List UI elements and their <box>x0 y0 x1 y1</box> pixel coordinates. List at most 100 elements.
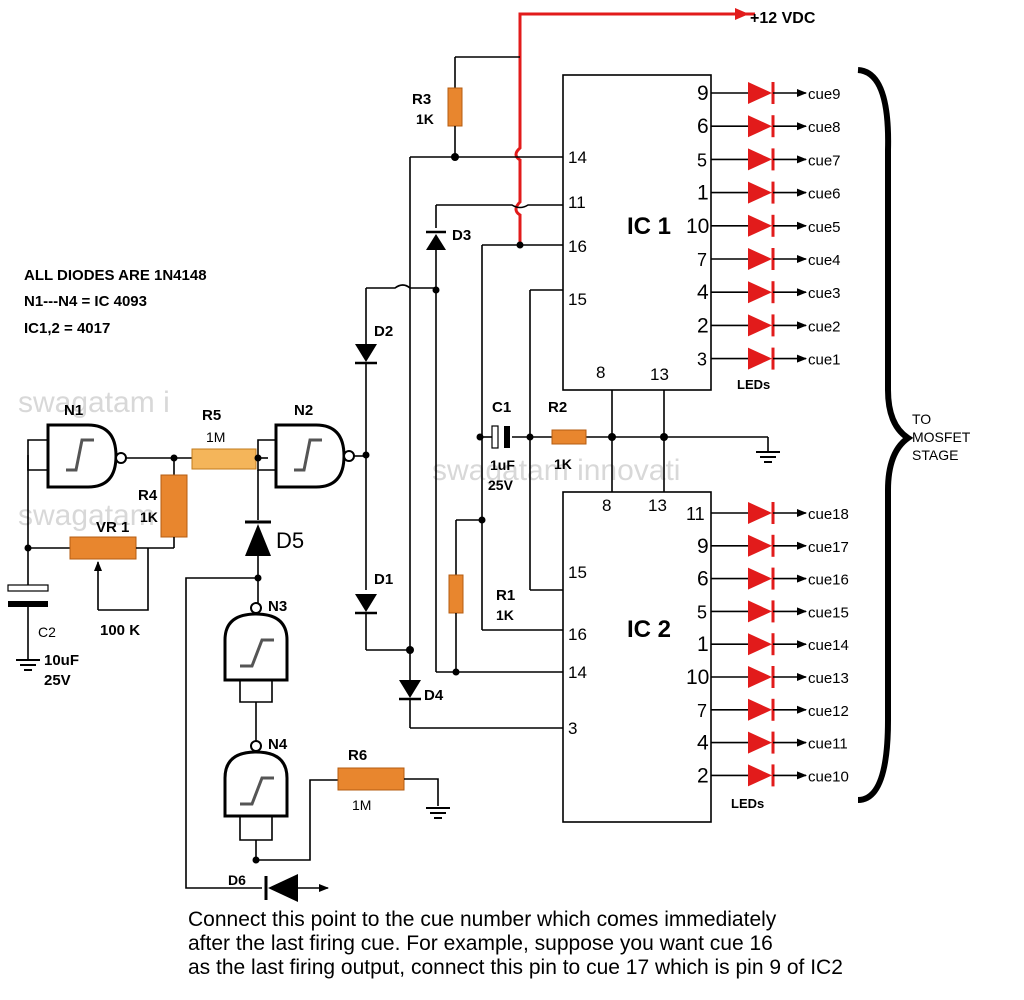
cue-label: cue9 <box>808 86 841 103</box>
d2-d1-column <box>355 284 436 654</box>
r1-name: R1 <box>496 587 515 604</box>
led-icon <box>748 666 772 688</box>
led-icon <box>748 347 772 370</box>
c1-value: 1uF <box>490 457 515 473</box>
r5-resistor <box>191 448 257 470</box>
n1-label: N1 <box>64 402 83 419</box>
note-gates: N1---N4 = IC 4093 <box>24 293 147 310</box>
ic2-out-pin-7: 7 <box>697 701 707 721</box>
r4-value: 1K <box>140 509 158 525</box>
led-icon <box>748 764 772 787</box>
r6-resistor <box>337 767 450 819</box>
r5-name: R5 <box>202 407 221 424</box>
r3-resistor <box>447 56 520 161</box>
d4-label: D4 <box>424 687 444 704</box>
ic2-label: IC 2 <box>627 616 671 643</box>
led-icon <box>748 567 772 590</box>
r5-value: 1M <box>206 429 225 445</box>
vr1-name: VR 1 <box>96 519 129 536</box>
vr1-pot <box>24 536 174 611</box>
watermark-left-bottom: swagatam i <box>18 499 170 532</box>
n4-label: N4 <box>268 736 288 753</box>
ic2-pin-15: 15 <box>568 563 587 582</box>
led-icon <box>748 314 772 337</box>
supply-wire <box>514 8 755 245</box>
n3-gate <box>223 602 289 742</box>
c2-name: C2 <box>38 624 56 640</box>
led-icon <box>748 534 772 557</box>
ic2-out-pin-5: 5 <box>697 602 707 622</box>
r6-value: 1M <box>352 797 371 813</box>
led-icon <box>748 698 772 721</box>
ic1-pin-8: 8 <box>596 363 605 382</box>
cue-label: cue2 <box>808 318 841 335</box>
led-icon <box>748 600 772 623</box>
c2-value: 10uF <box>44 652 79 669</box>
led-icon <box>748 281 772 304</box>
cue-label: cue14 <box>808 637 849 654</box>
ic1-body <box>562 74 712 391</box>
d3-label: D3 <box>452 227 471 244</box>
ic1-out-pin-6: 6 <box>697 115 709 138</box>
r1-value: 1K <box>496 607 514 623</box>
ic2-pin-8: 8 <box>602 496 611 515</box>
ic2-out-pin-2: 2 <box>697 764 709 787</box>
d6-label: D6 <box>228 872 246 888</box>
r4-resistor <box>160 454 188 548</box>
ic1-pin-16: 16 <box>568 237 587 256</box>
ic1-out-pin-2: 2 <box>697 314 709 337</box>
n2-gate <box>254 423 366 520</box>
ic1-out-pin-5: 5 <box>697 150 707 170</box>
n4-gate <box>223 740 340 864</box>
r6-name: R6 <box>348 747 367 764</box>
cue-label: cue15 <box>808 604 849 621</box>
ic2-out-pin-9: 9 <box>697 535 709 558</box>
ic2-out-pin-6: 6 <box>697 568 709 591</box>
ic2-pin-13: 13 <box>648 496 667 515</box>
led-icon <box>748 214 772 237</box>
ic1-out-pin-7: 7 <box>697 250 707 270</box>
cue-label: cue1 <box>808 352 841 369</box>
connect-note-line-2: after the last firing cue. For example, … <box>188 932 773 955</box>
ic1-out-pin-9: 9 <box>697 82 709 105</box>
n2-label: N2 <box>294 402 313 419</box>
ic1-pin-11: 11 <box>568 193 586 212</box>
ic1-out-pin-3: 3 <box>697 350 707 370</box>
supply-label: +12 VDC <box>750 10 816 27</box>
d5-diode <box>185 520 271 889</box>
cue-label: cue6 <box>808 186 841 203</box>
cue-label: cue17 <box>808 539 849 556</box>
note-ics: IC1,2 = 4017 <box>24 320 110 337</box>
ic2-out-pin-11: 11 <box>686 504 705 524</box>
r1-resistor <box>436 520 563 676</box>
d3-diode <box>426 230 446 672</box>
d2-label: D2 <box>374 323 393 340</box>
led-icon <box>748 115 772 138</box>
ic2-pin-16: 16 <box>568 625 587 644</box>
ic2-out-pin-1: 1 <box>697 633 709 656</box>
n3-label: N3 <box>268 598 287 615</box>
cue-label: cue4 <box>808 252 841 269</box>
led-icon <box>748 502 772 524</box>
ic2-pin-14: 14 <box>568 663 587 682</box>
led-icon <box>748 248 772 270</box>
d5-label: D5 <box>276 528 304 553</box>
ic2-out-pin-4: 4 <box>697 732 709 755</box>
r3-value: 1K <box>416 111 434 127</box>
ic1-pin-13: 13 <box>650 365 669 384</box>
r2-name: R2 <box>548 399 567 416</box>
r2-resistor <box>551 429 587 445</box>
led-icon <box>748 731 772 754</box>
cue-label: cue5 <box>808 219 841 236</box>
note-diodes: ALL DIODES ARE 1N4148 <box>24 267 207 284</box>
ic1-out-pin-10: 10 <box>686 215 709 238</box>
cue-label: cue8 <box>808 119 841 136</box>
connect-note-line-1: Connect this point to the cue number whi… <box>188 908 777 931</box>
stage-label: STAGE <box>912 447 958 463</box>
d4-diode <box>399 650 563 729</box>
ic2-body <box>562 491 712 823</box>
r4-name: R4 <box>138 487 158 504</box>
d1-label: D1 <box>374 571 393 588</box>
